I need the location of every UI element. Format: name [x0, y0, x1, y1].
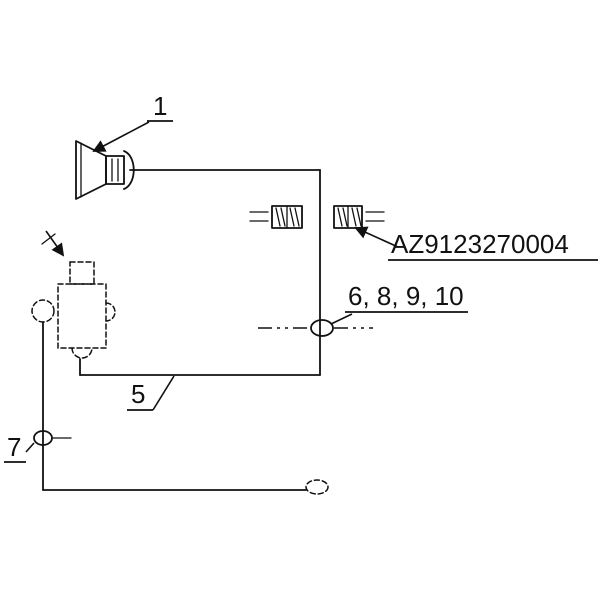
- view-direction-tick: [41, 233, 56, 245]
- wire-clamp-group: 6, 8, 9, 10: [258, 281, 468, 337]
- part-number-label: AZ9123270004: [391, 229, 569, 259]
- end-clip-group: [305, 479, 329, 495]
- horn-body: [105, 155, 125, 185]
- clamp-7-group: 7: [4, 430, 72, 463]
- label-5-leader-line: [152, 375, 175, 411]
- label-1-callout: 1: [92, 91, 173, 152]
- end-clip: [305, 479, 329, 495]
- connector-left-hatch-2: [280, 207, 286, 227]
- connector-left-hatch-4: [294, 207, 300, 227]
- connector-right-hatch-3: [351, 207, 357, 227]
- connector-left-hatch-3: [289, 207, 295, 227]
- connector-left-hatch-1: [275, 207, 281, 227]
- valve-right-port: [105, 302, 116, 322]
- clamp-label: 6, 8, 9, 10: [348, 281, 464, 311]
- horn-part: [75, 140, 135, 200]
- wiring-harness: [42, 169, 321, 491]
- label-5-callout: 5: [127, 375, 175, 411]
- label-7-leader-line: [25, 442, 35, 453]
- connector-right-hatch-4: [356, 207, 362, 227]
- connector-pair-right: [333, 205, 385, 229]
- part-number-callout: AZ9123270004: [354, 226, 598, 261]
- view-direction-arrow: [45, 230, 65, 257]
- connector-right-hatch-2: [342, 207, 348, 227]
- label-1-leader-line: [92, 121, 150, 152]
- valve-body: [57, 283, 107, 349]
- label-7: 7: [7, 432, 21, 462]
- label-5: 5: [131, 379, 145, 409]
- part-number-leader-line: [354, 226, 399, 248]
- valve-left-port: [31, 299, 55, 323]
- connector-right-hatch-1: [337, 207, 343, 227]
- valve-top-port: [69, 261, 95, 285]
- label-1: 1: [153, 91, 167, 121]
- valve-bottom-port: [71, 347, 93, 359]
- clamp-leader-line: [330, 313, 353, 325]
- connector-pair-left: [249, 205, 303, 229]
- valve-component: [31, 230, 116, 359]
- wire-clamp-7: [33, 430, 53, 446]
- wire-clamp: [310, 319, 334, 337]
